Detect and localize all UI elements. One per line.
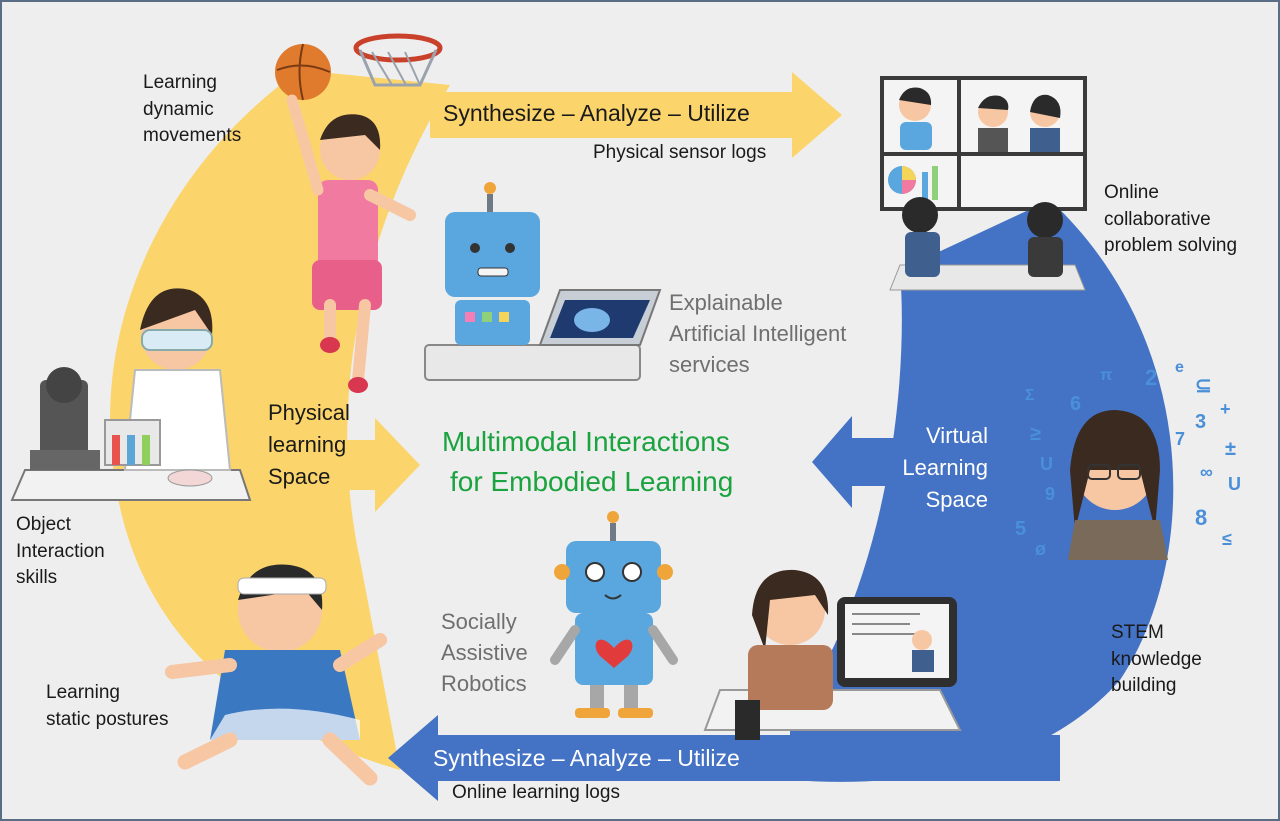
svg-text:+: +: [1220, 399, 1231, 419]
dancer-icon: [165, 564, 387, 786]
math-student-icon: 2 e ⊆ + 3 ± ∞ U 8 ≤ 7 6 ≥ U 9 5 ø Σ π: [1015, 359, 1241, 560]
svg-text:9: 9: [1045, 484, 1055, 504]
svg-text:ø: ø: [1035, 539, 1046, 559]
bottom-arrow-shape: [388, 715, 1060, 801]
top-arrow-label: Synthesize – Analyze – Utilize: [443, 100, 750, 126]
svg-text:6: 6: [1070, 393, 1081, 415]
svg-text:≥: ≥: [1030, 423, 1041, 445]
svg-text:3: 3: [1195, 411, 1206, 433]
tablet-student-icon: [703, 569, 962, 740]
video-meeting-icon: [880, 76, 1087, 291]
heart-robot-icon: [550, 511, 678, 718]
lab-scientist-icon: [10, 288, 252, 501]
svg-text:U: U: [1228, 474, 1241, 494]
svg-text:e: e: [1175, 359, 1184, 376]
stem-knowledge-label: STEM knowledge building: [1111, 622, 1202, 697]
online-collab-label: Online collaborative problem solving: [1104, 182, 1238, 257]
top-arrow-caption: Physical sensor logs: [593, 142, 767, 163]
top-arrow-shape: [430, 72, 842, 158]
sar-label: Socially Assistive Robotics: [441, 609, 528, 697]
dynamic-movements-label: Learning dynamic movements: [143, 72, 242, 147]
static-postures-label: Learning static postures: [46, 682, 169, 730]
xai-services-label: Explainable Artificial Intelligent servi…: [669, 290, 847, 378]
svg-text:∞: ∞: [1200, 462, 1213, 482]
svg-text:π: π: [1100, 367, 1112, 384]
physical-to-center-arrow: [255, 418, 420, 512]
center-title-line2: for Embodied Learning: [450, 466, 734, 497]
svg-text:±: ±: [1225, 438, 1236, 460]
bottom-arrow-caption: Online learning logs: [452, 782, 620, 803]
svg-text:7: 7: [1175, 429, 1185, 449]
virtual-space-label: Virtual Learning Space: [902, 423, 988, 512]
physical-space-label: Physical learning Space: [268, 400, 350, 489]
basketball-player-icon: [275, 33, 443, 393]
svg-text:5: 5: [1015, 518, 1026, 540]
center-title-line1: Multimodal Interactions: [442, 426, 730, 457]
svg-text:2: 2: [1145, 365, 1157, 390]
object-interaction-label: Object Interaction skills: [16, 514, 105, 589]
virtual-to-center-arrow: [812, 416, 975, 508]
laptop-robot-icon: [424, 182, 662, 381]
bottom-arrow-label: Synthesize – Analyze – Utilize: [433, 745, 740, 771]
svg-text:U: U: [1040, 454, 1053, 474]
svg-text:Σ: Σ: [1025, 387, 1035, 404]
svg-text:≤: ≤: [1222, 529, 1232, 549]
svg-text:⊆: ⊆: [1195, 375, 1212, 397]
svg-text:8: 8: [1195, 505, 1207, 530]
